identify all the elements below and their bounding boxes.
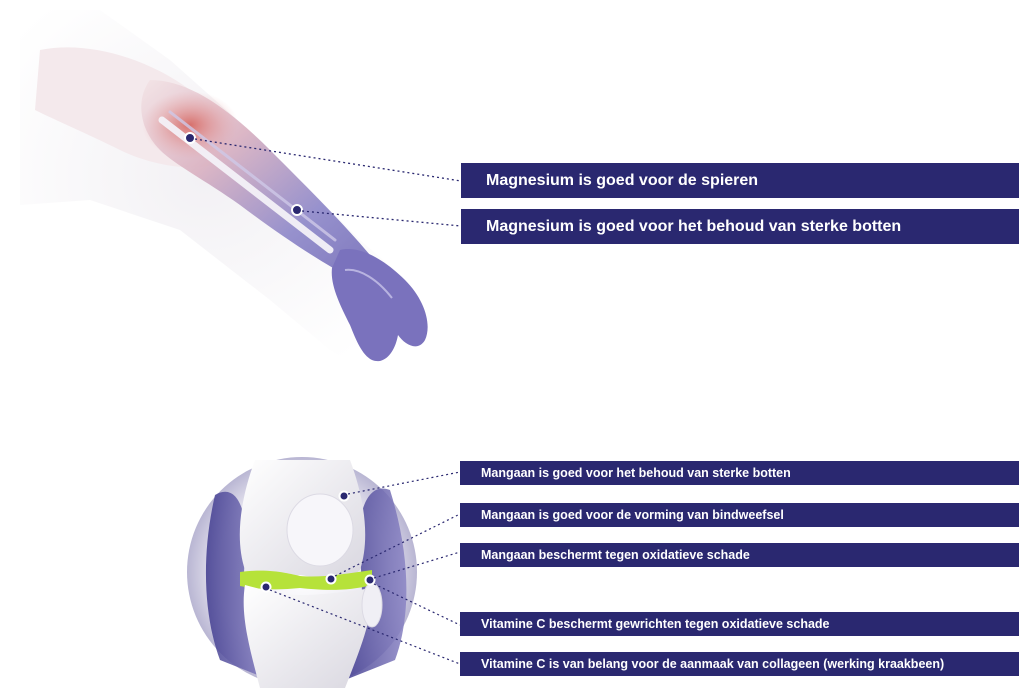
callout-manganese-oxidative: Mangaan beschermt tegen oxidatieve schad…	[460, 543, 1019, 567]
muscle-marker-dot	[185, 133, 195, 143]
callout-text: Mangaan beschermt tegen oxidatieve schad…	[481, 548, 750, 562]
callout-manganese-bones: Mangaan is goed voor het behoud van ster…	[460, 461, 1019, 485]
callout-magnesium-muscles: Magnesium is goed voor de spieren	[461, 163, 1019, 198]
knee-joint-illustration	[187, 457, 417, 688]
callout-text: Mangaan is goed voor het behoud van ster…	[481, 466, 791, 480]
ligament-marker-dot	[366, 576, 375, 585]
knee-bone-marker-dot	[340, 492, 349, 501]
cartilage-marker-dot	[262, 583, 271, 592]
callout-vitamin-c-joints: Vitamine C beschermt gewrichten tegen ox…	[460, 612, 1019, 636]
muscle-highlight	[142, 91, 238, 159]
callout-manganese-connective-tissue: Mangaan is goed voor de vorming van bind…	[460, 503, 1019, 527]
callout-magnesium-bones: Magnesium is goed voor het behoud van st…	[461, 209, 1019, 244]
callout-text: Vitamine C is van belang voor de aanmaak…	[481, 657, 944, 671]
callout-text: Magnesium is goed voor de spieren	[486, 172, 758, 190]
connective-tissue-marker-dot	[327, 575, 336, 584]
callout-text: Vitamine C beschermt gewrichten tegen ox…	[481, 617, 830, 631]
callout-text: Magnesium is goed voor het behoud van st…	[486, 218, 901, 236]
callout-vitamin-c-collagen: Vitamine C is van belang voor de aanmaak…	[460, 652, 1019, 676]
bone-marker-dot	[292, 205, 302, 215]
callout-text: Mangaan is goed voor de vorming van bind…	[481, 508, 784, 522]
